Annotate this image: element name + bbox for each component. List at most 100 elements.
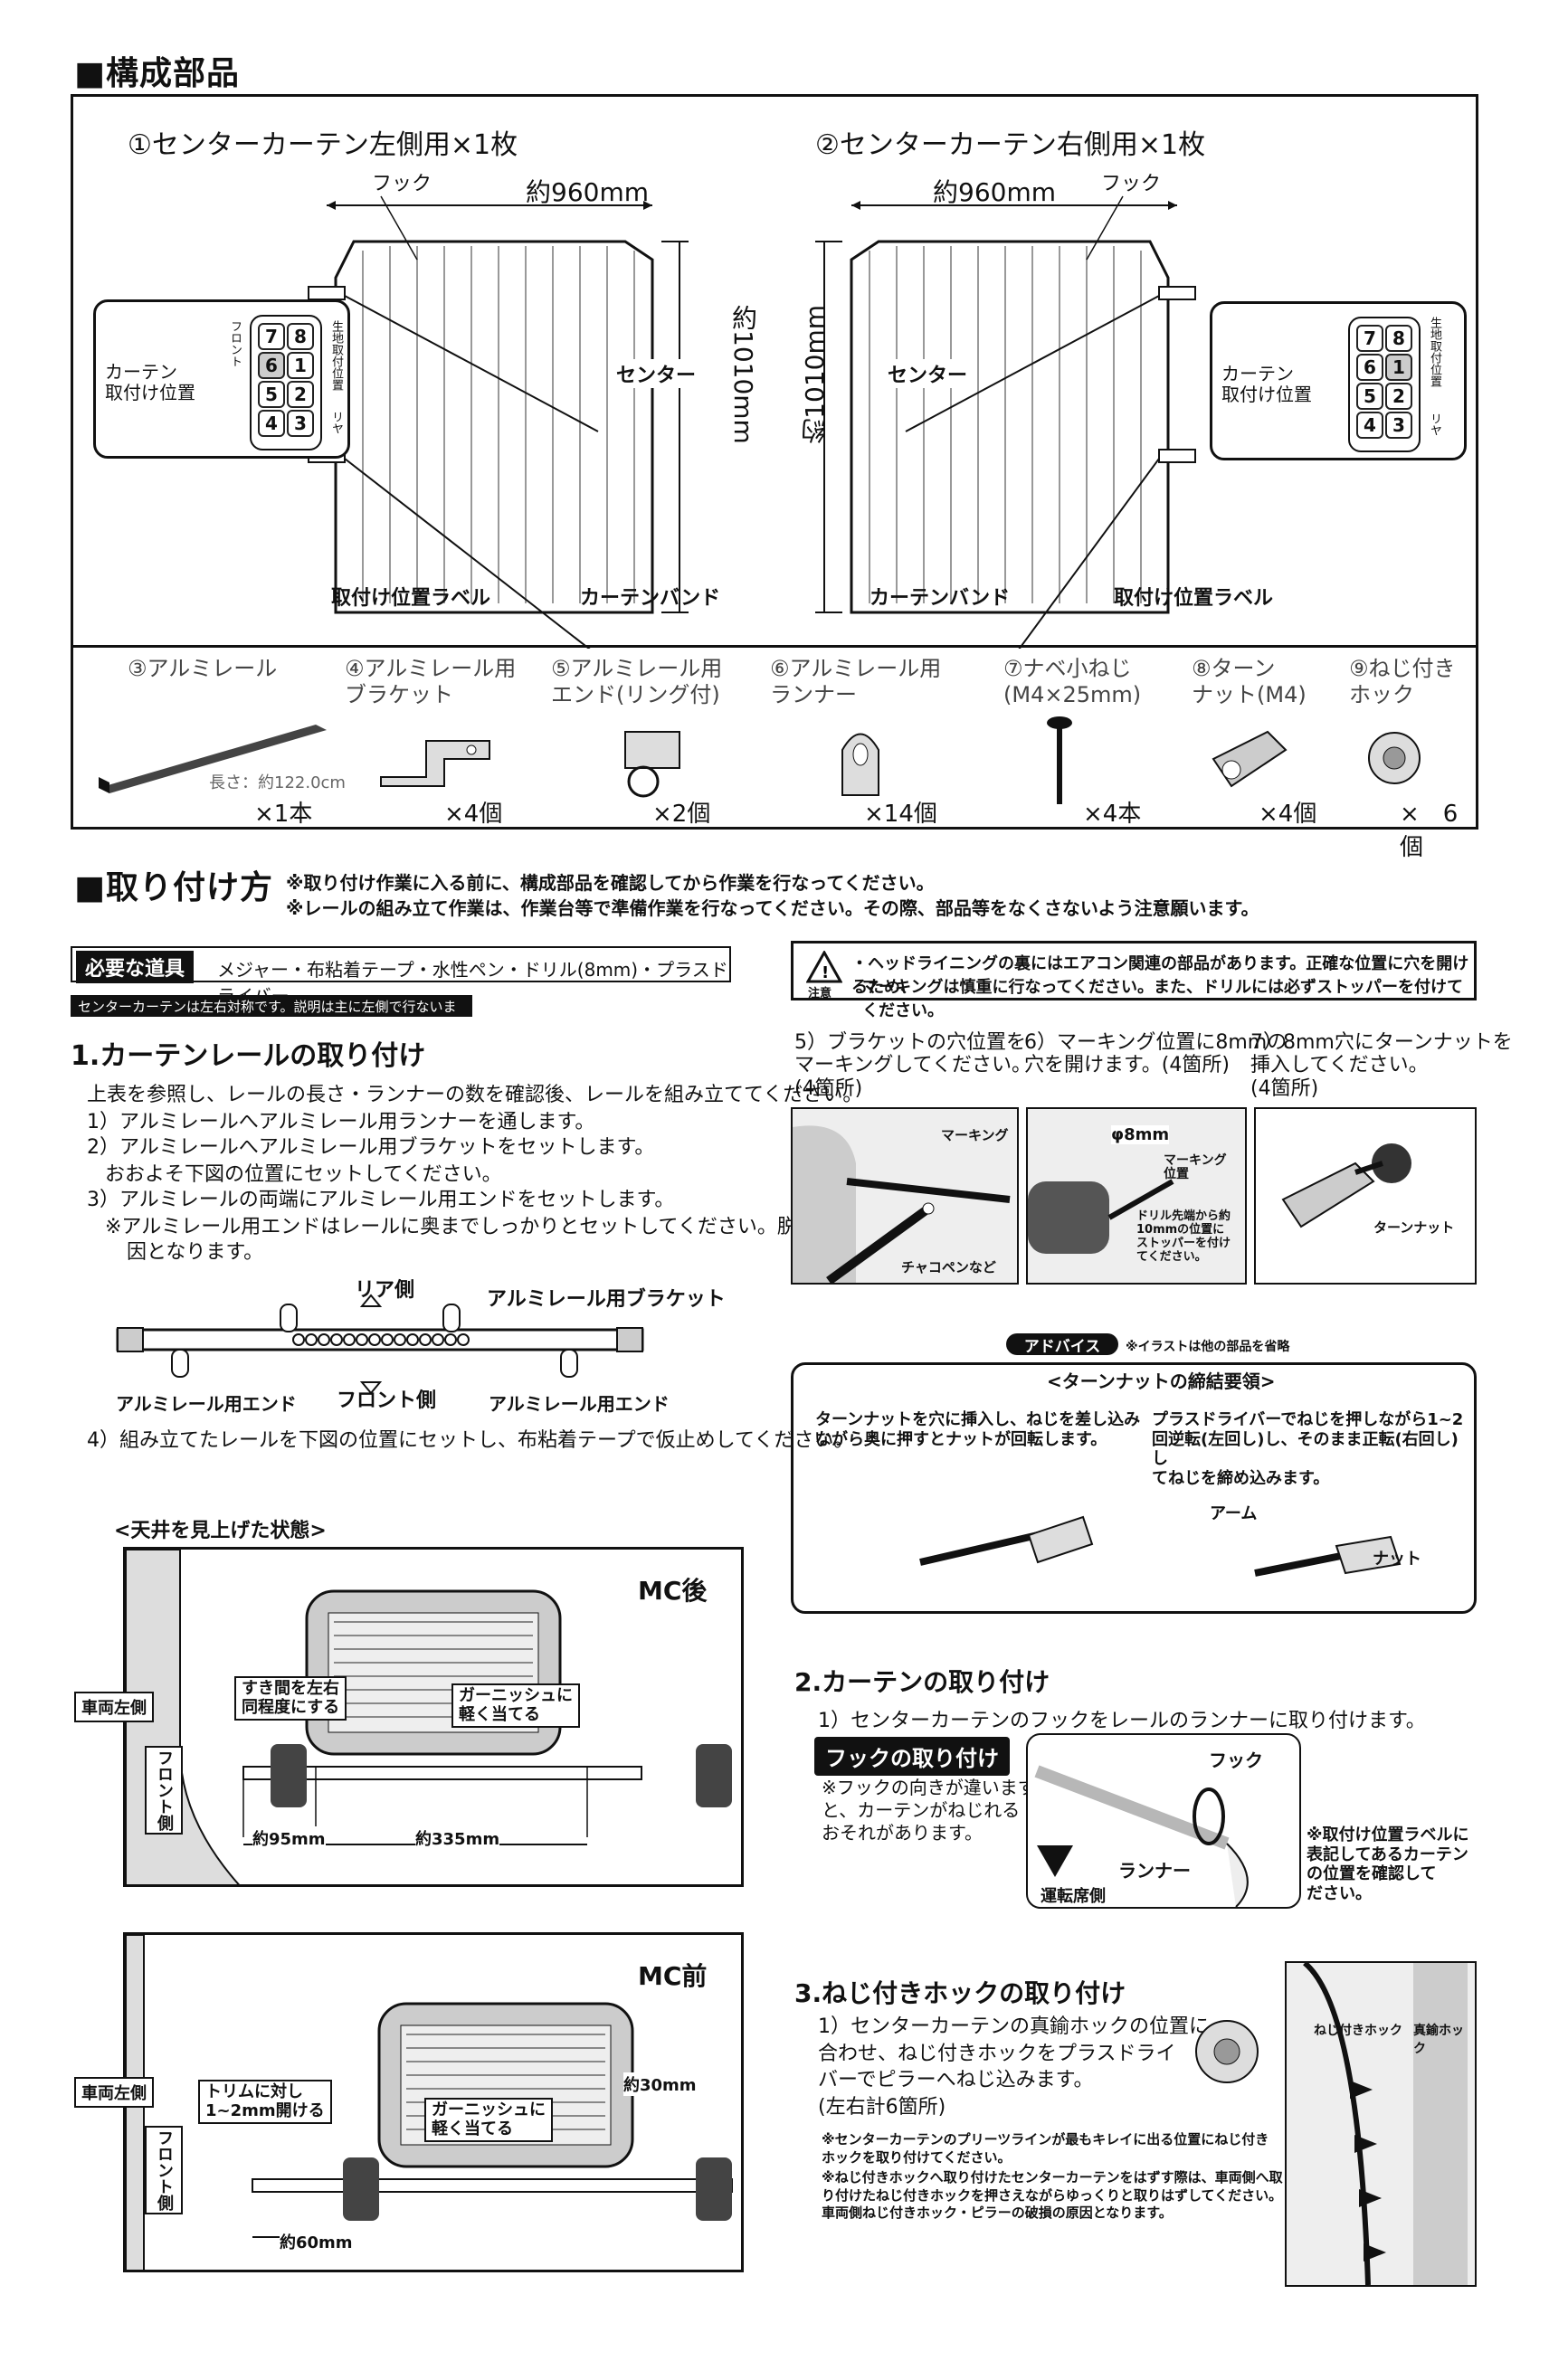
mc-rear-vehicle-left: 車両左側	[74, 1692, 154, 1722]
left-center-label: センター	[616, 359, 697, 388]
step3-note-1: ※センターカーテンのプリーツラインが最もキレイに出る位置にねじ付き ホックを取り…	[822, 2131, 1269, 2166]
step1-line-3: 2）アルミレールへアルミレール用ブラケットをセットします。	[87, 1136, 655, 1159]
tools-label: 必要な道具	[76, 951, 195, 983]
part-end-count: ×2個	[652, 801, 711, 828]
ceiling-view-label: <天井を見上げた状態>	[114, 1520, 327, 1542]
seat-5: 5	[258, 381, 285, 408]
seat-8: 8	[287, 323, 314, 350]
marking-pos-label: マーキング 位置	[1164, 1153, 1227, 1182]
seat-6: 6	[258, 352, 285, 379]
advice-box: <ターンナットの締結要領> ターンナットを穴に挿入し、ねじを差し込み ながら奥に…	[791, 1362, 1477, 1614]
install-title: ■取り付け方	[74, 869, 274, 906]
left-seat-map-label: カーテン 取付け位置	[105, 361, 195, 403]
step1-line-7: 因となります。	[127, 1241, 264, 1264]
part-rail: ③アルミレール	[128, 656, 277, 682]
left-width-label: 約960mm	[526, 177, 649, 207]
part-screw-name: ⑦ナベ小ねじ (M4×25mm)	[1003, 656, 1142, 707]
mc-rear-d335: 約335mm	[415, 1826, 500, 1850]
mc-rear-gap-note: すき間を左右 同程度にする	[234, 1676, 347, 1721]
mc-front-trim-note: トリムに対し 1~2mm開ける	[198, 2080, 332, 2125]
step3-title: 3.ねじ付きホックの取り付け	[794, 1978, 1126, 2008]
caution-line-2: マーキングは慎重に行なってください。また、ドリルには必ずストッパーを付けてくださ…	[862, 978, 1464, 1020]
parts-row: ③アルミレール 長さ：約122.0cm ×1本 ④アルミレール用 ブラケット ×…	[71, 645, 1478, 861]
brass-hook-label: 真鍮ホック	[1413, 2024, 1464, 2056]
part-end-name: ⑤アルミレール用 エンド(リング付)	[551, 656, 723, 707]
hook-illustration: フック ランナー	[1026, 1733, 1301, 1909]
right-width-label: 約960mm	[933, 177, 1056, 207]
bracket-icon	[380, 740, 490, 787]
left-curtain-title: ①センターカーテン左側用×1枚	[128, 129, 518, 161]
right-curtain-diagram	[815, 195, 1196, 649]
part-bracket-name: ④アルミレール用 ブラケット	[345, 656, 517, 707]
seat-3: 3	[287, 410, 314, 437]
seat-3: 3	[1385, 412, 1412, 439]
left-hook-label: フック	[372, 173, 432, 195]
turnnut-icon	[1212, 730, 1288, 788]
part-rail-name: ③アルミレール	[128, 656, 278, 681]
mc-front-front-side: フロント側	[145, 2126, 183, 2214]
seat-2: 2	[287, 381, 314, 408]
left-seat-rear: リヤ	[329, 411, 343, 434]
mc-front-vehicle-left: 車両左側	[74, 2077, 154, 2108]
advice-left-illustration	[919, 1515, 1094, 1566]
seat-2: 2	[1385, 383, 1412, 410]
part-runner-name: ⑥アルミレール用 ランナー	[770, 656, 942, 707]
mc-front-d30: 約30mm	[623, 2072, 697, 2096]
left-height-label: 約1010mm	[728, 305, 758, 444]
step1-line-5: 3）アルミレールの両端にアルミレール用エンドをセットします。	[87, 1189, 675, 1211]
part-bracket-count: ×4個	[444, 801, 503, 828]
mc-front-garnish-note: ガーニッシュに 軽く当てる	[424, 2098, 553, 2143]
step5-illustration: マーキング チャコペンなど	[791, 1107, 1019, 1285]
bracket-label: アルミレール用ブラケット	[487, 1288, 726, 1311]
screw-hook-label: ねじ付きホック	[1314, 2024, 1402, 2038]
seat-7: 7	[1356, 325, 1383, 352]
seat-1: 1	[287, 352, 314, 379]
step6-illustration: φ8mm マーキング 位置 ドリル先端から約 10mmの位置に ストッパーを付け…	[1026, 1107, 1247, 1285]
right-hook-label: フック	[1101, 173, 1162, 195]
phi8-label: φ8mm	[1111, 1125, 1170, 1144]
rear-side-label: リア側	[355, 1279, 415, 1302]
right-curtain-title: ②センターカーテン右側用×1枚	[815, 129, 1206, 161]
step2-title: 2.カーテンの取り付け	[794, 1667, 1050, 1697]
right-seat-map-label: カーテン 取付け位置	[1221, 363, 1312, 405]
right-seat-side-label: 生地取付位置	[1428, 317, 1441, 387]
driver-arrow-icon	[1037, 1845, 1073, 1877]
install-note-2: ※レールの組み立て作業は、作業台等で準備作業を行なってください。その際、部品等を…	[286, 897, 1259, 919]
advice-left: ターンナットを穴に挿入し、ねじを差し込み ながら奥に押すとナットが回転します。	[815, 1410, 1141, 1449]
marking-label: マーキング	[941, 1127, 1009, 1143]
mc-front-title: MC前	[638, 1961, 708, 1991]
step1-line-1: 上表を参照し、レールの長さ・ランナーの数を確認後、レールを組み立ててください。	[87, 1084, 863, 1106]
seat-6: 6	[1356, 354, 1383, 381]
step1-line-6: ※アルミレール用エンドはレールに奥までしっかりとセットしてください。脱落の原	[105, 1216, 857, 1238]
step6-text: 6）マーキング位置に8mmの 穴を開けます。(4箇所)	[1024, 1031, 1288, 1077]
step3-note-2: ※ねじ付きホックへ取り付けたセンターカーテンをはずす際は、車両側へ取 り付けたね…	[822, 2169, 1283, 2221]
mc-rear-front-side: フロント側	[145, 1746, 183, 1835]
part-turnnut-name: ⑧ターン ナット(M4)	[1192, 656, 1307, 707]
left-seat-side-label: 生地取付位置	[329, 320, 343, 391]
symmetry-note: センターカーテンは左右対称です。説明は主に左側で行ないます。	[71, 995, 472, 1034]
mc-front-d60: 約60mm	[280, 2230, 353, 2253]
components-title: ■構成部品	[74, 55, 241, 92]
screw-icon	[1047, 716, 1072, 804]
hook-warning: ※フックの向きが違います と、カーテンがねじれる おそれがあります。	[822, 1777, 1036, 1844]
step3-line: 1）センターカーテンの真鍮ホックの位置に 合わせ、ねじ付きホックをプラスドライ …	[818, 2015, 1209, 2119]
tools-box: 必要な道具 メジャー・布粘着テープ・水性ペン・ドリル(8mm)・プラスドライバー	[71, 946, 731, 1007]
screw-hook-illustration	[1195, 2020, 1259, 2083]
part-rail-count: ×1本	[254, 801, 313, 828]
right-seat-rear: リヤ	[1428, 412, 1441, 436]
label-position-note: ※取付け位置ラベルに 表記してあるカーテン の位置を確認して ださい。	[1307, 1825, 1469, 1903]
driver-side-label: 運転席側	[1041, 1887, 1106, 1906]
seat-4: 4	[1356, 412, 1383, 439]
advice-right: プラスドライバーでねじを押しながら1~2 回逆転(左回し)し、そのまま正転(右回…	[1152, 1410, 1464, 1488]
install-note-1: ※取り付け作業に入る前に、構成部品を確認してから作業を行なってください。	[286, 872, 935, 894]
caution-label: 注意	[808, 987, 832, 1000]
step1-line-4: おおよそ下図の位置にセットしてください。	[105, 1163, 502, 1186]
mc-rear-diagram: MC後 すき間を左右 同程度にする ガーニッシュに 軽く当てる 約95mm 約3…	[123, 1547, 744, 1887]
svg-text:!: !	[822, 963, 829, 982]
seat-8: 8	[1385, 325, 1412, 352]
step1-line-8: 4）組み立てたレールを下図の位置にセットし、布粘着テープで仮止めしてください。	[87, 1429, 854, 1452]
front-side-label: フロント側	[337, 1389, 437, 1412]
end-label-right: アルミレール用エンド	[489, 1393, 670, 1415]
